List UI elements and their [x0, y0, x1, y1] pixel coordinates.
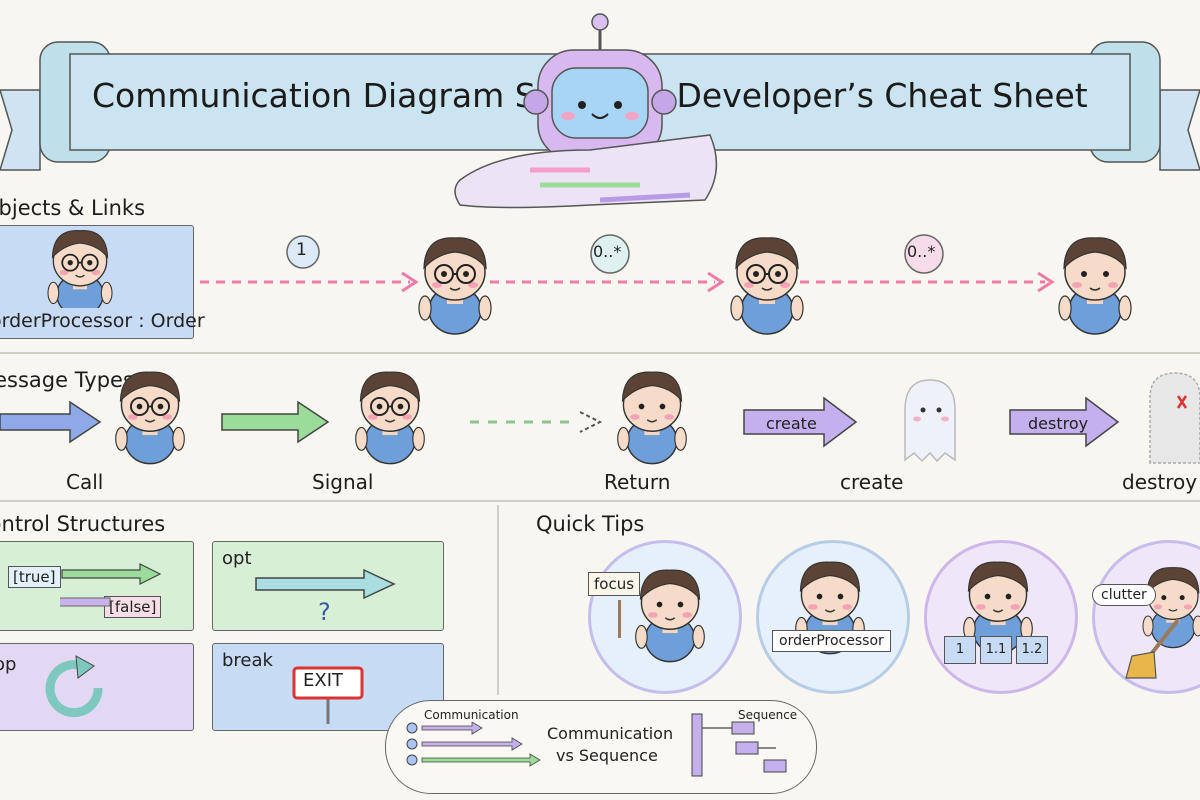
divider-2 [0, 500, 1200, 502]
multiplicity-badge-1 [283, 232, 323, 272]
opt-question-mark: ? [318, 598, 331, 626]
exit-sign [292, 666, 364, 724]
comparison-right-label: Sequence [738, 708, 798, 722]
developer-figure-focus [635, 569, 705, 663]
developer-figure-object [47, 229, 113, 308]
object-box-label: orderProcessor : Order [0, 310, 205, 332]
developer-figure-link-1 [418, 237, 492, 335]
name-plate: orderProcessor [772, 630, 891, 652]
clutter-label: clutter [1101, 587, 1147, 603]
focus-sign: focus [588, 572, 641, 596]
caption-create: create [840, 470, 904, 494]
clutter-speech-bubble: clutter [1092, 584, 1156, 606]
number-label-3: 1.2 [1021, 642, 1043, 657]
break-label: break [222, 650, 273, 671]
destroy-arrow-label: destroy [1028, 414, 1089, 433]
broom-icon [1125, 618, 1180, 679]
multiplicity-badge-3 [900, 232, 948, 276]
divider-vertical [497, 505, 499, 695]
alt-true-tag: [true] [8, 566, 61, 588]
number-block-3: 1.2 [1016, 636, 1048, 664]
name-plate-label: orderProcessor [779, 633, 884, 649]
alt-false-tag: [false] [104, 596, 162, 618]
developer-figure-return [617, 371, 687, 465]
comparison-left-diagram [406, 722, 541, 767]
comparison-left-label: Communication [424, 708, 519, 722]
alt-false-label: [false] [109, 598, 157, 616]
message-arrows [0, 396, 1120, 448]
number-label-2: 1.1 [985, 642, 1007, 657]
caption-signal: Signal [312, 470, 374, 494]
section-objects-links: Objects & Links [0, 196, 146, 220]
developer-figure-call [115, 371, 185, 465]
robot-mascot [440, 10, 740, 220]
section-message-types: Message Types [0, 368, 134, 392]
alt-true-label: [true] [13, 568, 56, 586]
comparison-title-line2: vs Sequence [556, 746, 658, 765]
opt-label: opt [222, 548, 252, 569]
multiplicity-label-1: 1 [296, 240, 307, 260]
focus-sign-stick [618, 600, 621, 638]
create-arrow-label: create [766, 414, 817, 433]
multiplicity-label-3: 0..* [907, 242, 936, 261]
crumbling-figure-destroy [1149, 372, 1200, 464]
loop-label: loop [0, 654, 17, 675]
ghost-figure-create [904, 379, 956, 463]
caption-return: Return [604, 470, 671, 494]
object-links [200, 271, 1055, 293]
divider-1 [0, 352, 1200, 354]
loop-panel[interactable] [0, 643, 194, 731]
developer-figure-link-3 [1058, 237, 1132, 335]
comparison-title-line1: Communication [547, 724, 674, 743]
section-quick-tips: Quick Tips [536, 512, 645, 536]
number-block-1: 1 [944, 636, 976, 664]
developer-figure-link-2 [730, 237, 804, 335]
alt-arrows [60, 563, 162, 607]
exit-label: EXIT [303, 670, 344, 691]
focus-label: focus [594, 575, 635, 593]
number-label-1: 1 [955, 642, 965, 657]
multiplicity-badge-2 [586, 232, 634, 276]
comparison-right-diagram [691, 713, 787, 777]
loop-icon [45, 655, 103, 718]
number-block-2: 1.1 [980, 636, 1012, 664]
caption-call: Call [66, 470, 104, 494]
opt-arrow [255, 568, 396, 600]
section-control-structures: Control Structures [0, 512, 166, 536]
developer-figure-signal [355, 371, 425, 465]
multiplicity-label-2: 0..* [593, 242, 622, 261]
caption-destroy: destroy [1122, 470, 1198, 494]
